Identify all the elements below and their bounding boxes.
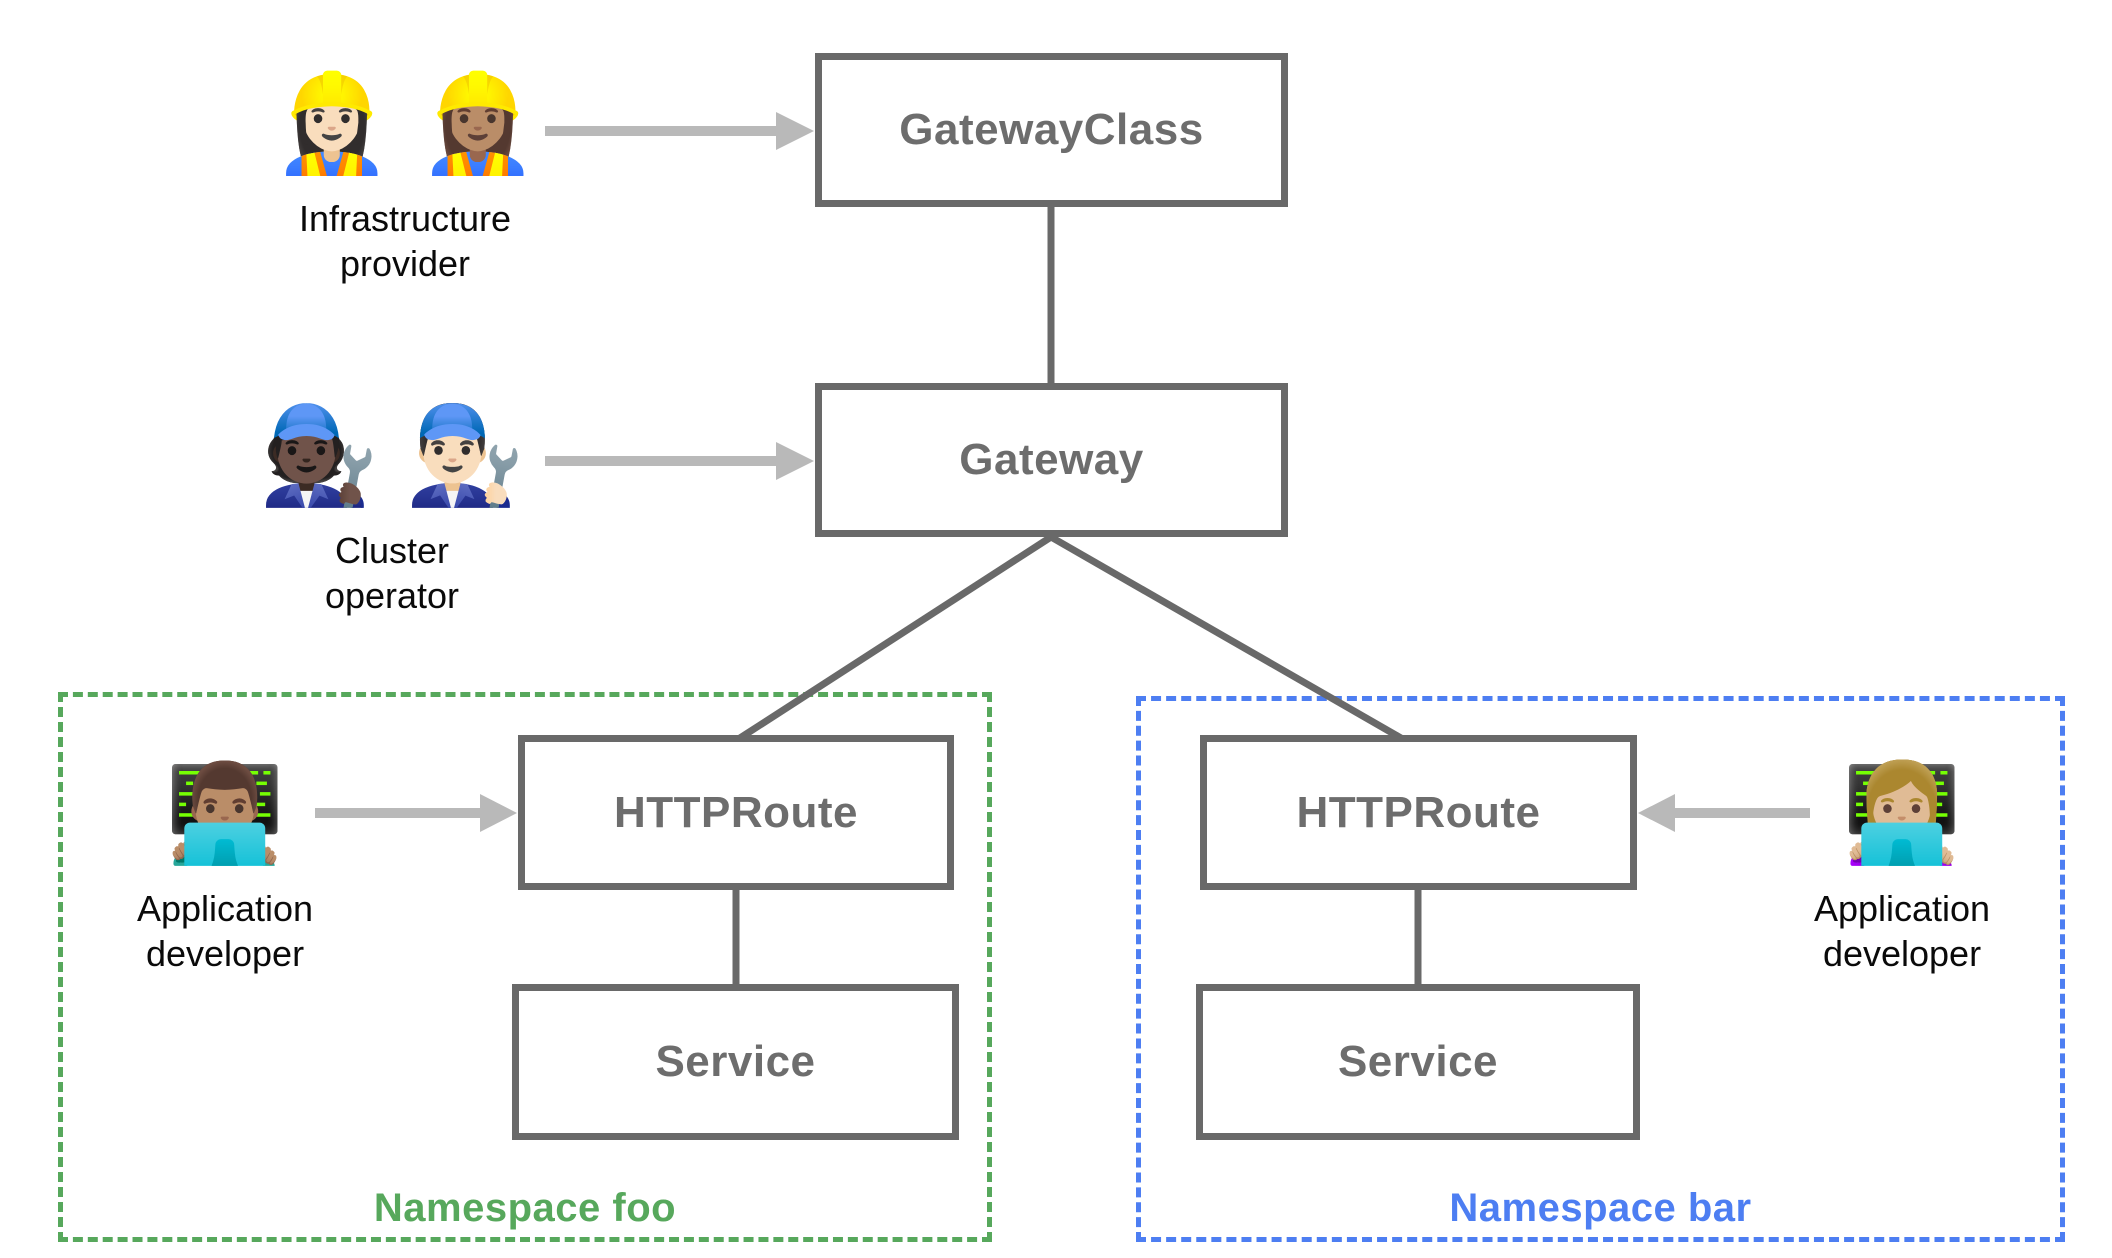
app-developer-bar-label-line2: developer (1822, 933, 1982, 974)
man-technologist-emoji: 👨🏽‍💻 (165, 760, 285, 867)
actor-cluster-operator: 🧑🏿‍🔧 👨🏻‍🔧 Cluster operator (212, 390, 572, 618)
infrastructure-provider-label-line1: Infrastructure (298, 198, 512, 239)
arrow-app-developer-to-httproute-bar (1638, 794, 1810, 832)
cluster-operator-label-line1: Cluster (334, 530, 450, 571)
app-developer-foo-label-line1: Application (136, 888, 314, 929)
mechanic-emoji-pair: 🧑🏿‍🔧 👨🏻‍🔧 (259, 402, 525, 509)
node-gateway-label: Gateway (959, 435, 1144, 484)
construction-worker-emoji-pair: 👷🏻‍♀️ 👷🏽‍♀️ (272, 70, 538, 177)
node-httproute-bar-label: HTTPRoute (1296, 787, 1541, 837)
node-gatewayclass: GatewayClass (815, 53, 1288, 207)
node-httproute-foo: HTTPRoute (518, 735, 954, 890)
namespace-foo-box: Namespace foo (58, 692, 992, 1242)
app-developer-foo-label-line2: developer (145, 933, 305, 974)
connector-gateway-httproute-bar (1049, 533, 1403, 742)
node-httproute-foo-label: HTTPRoute (613, 787, 859, 837)
cluster-operator-label-line2: operator (324, 575, 460, 616)
actor-app-developer-foo: 👨🏽‍💻 Application developer (45, 748, 405, 976)
arrow-cluster-operator-to-gateway (545, 442, 814, 480)
node-service-foo-label: Service (655, 1037, 816, 1086)
namespace-foo-label: Namespace foo (373, 1186, 677, 1230)
node-gatewayclass-label: GatewayClass (899, 105, 1204, 154)
actor-app-developer-bar: 👩🏼‍💻 Application developer (1722, 748, 2082, 976)
node-service-bar-label: Service (1337, 1037, 1499, 1086)
namespace-bar-box: Namespace bar (1136, 696, 2065, 1242)
actor-infrastructure-provider: 👷🏻‍♀️ 👷🏽‍♀️ Infrastructure provider (225, 58, 585, 286)
infrastructure-provider-label-line2: provider (339, 243, 471, 284)
node-service-foo: Service (512, 984, 959, 1140)
node-gateway: Gateway (815, 383, 1288, 537)
woman-technologist-emoji: 👩🏼‍💻 (1842, 760, 1962, 867)
arrow-infrastructure-provider-to-gatewayclass (545, 112, 814, 150)
arrow-app-developer-to-httproute-foo (315, 794, 517, 832)
node-service-bar: Service (1196, 984, 1640, 1140)
connector-gateway-httproute-foo (738, 534, 1053, 741)
namespace-bar-label: Namespace bar (1449, 1186, 1752, 1230)
node-httproute-bar: HTTPRoute (1200, 735, 1637, 890)
app-developer-bar-label-line1: Application (1813, 888, 1991, 929)
